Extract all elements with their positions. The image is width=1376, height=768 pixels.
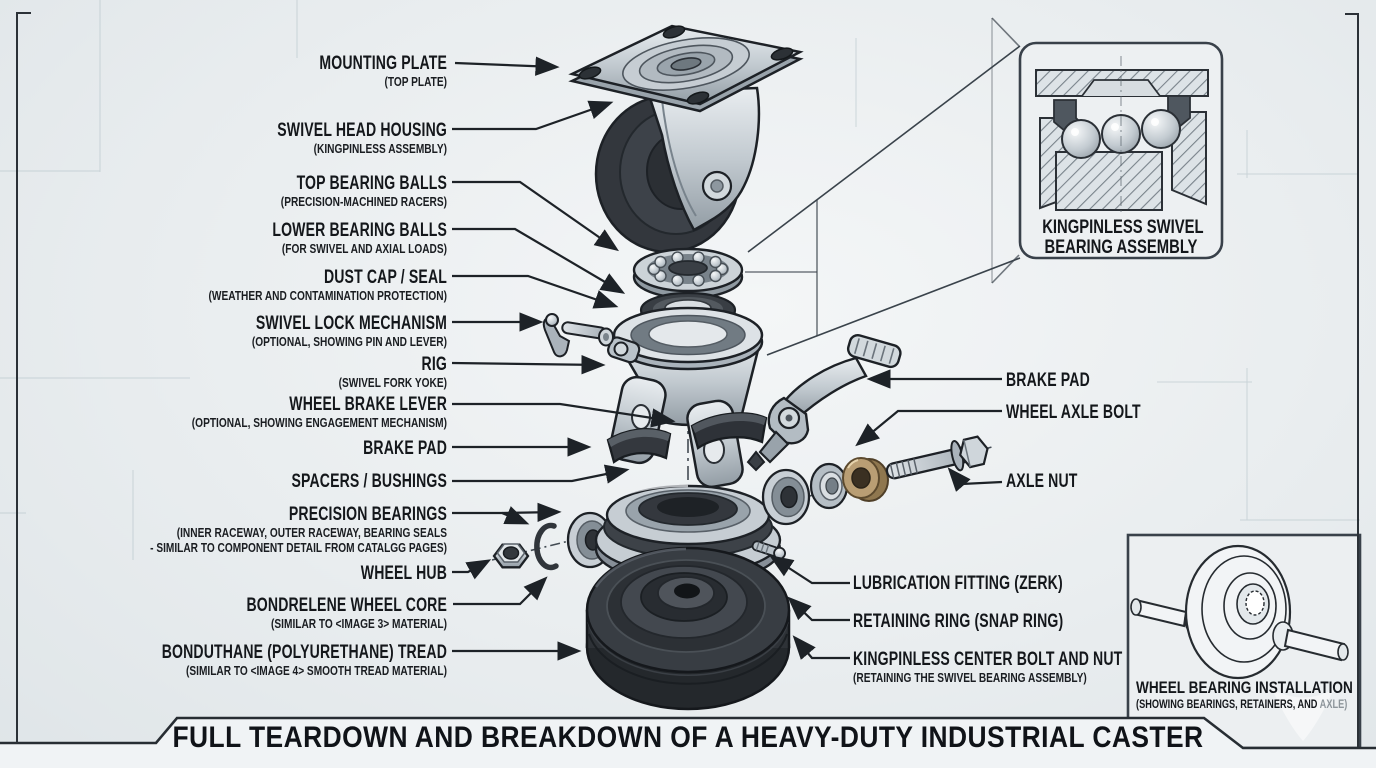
label-brake-pad-left: BRAKE PAD: [363, 438, 447, 459]
rig-swivel-fork-yoke: [607, 306, 764, 489]
precision-bearing-right: [761, 468, 811, 526]
assembled-caster-fork: [646, 86, 761, 232]
label-precision-bearings: PRECISION BEARINGS (INNER RACEWAY, OUTER…: [150, 504, 447, 555]
top-bearing-ring: [632, 247, 744, 300]
washer-spacer: [809, 462, 849, 510]
projection-lines: [745, 17, 1021, 356]
frame-corner-marks: [16, 12, 1359, 747]
label-rig: RIG (SWIVEL FORK YOKE): [338, 354, 447, 390]
label-axle-nut: AXLE NUT: [1006, 471, 1078, 492]
label-retaining-ring: RETAINING RING (SNAP RING): [853, 611, 1064, 632]
label-lower-bearing-balls: LOWER BEARING BALLS (FOR SWIVEL AND AXIA…: [272, 220, 447, 256]
label-top-bearing-balls: TOP BEARING BALLS (PRECISION-MACHINED RA…: [280, 173, 447, 209]
bronze-bushing: [842, 457, 889, 502]
label-wheel-axle-bolt: WHEEL AXLE BOLT: [1006, 402, 1141, 423]
label-bonduthane-tread: BONDUTHANE (POLYURETHANE) TREAD (SIMILAR…: [161, 642, 447, 678]
assembled-caster-mounting-plate: [568, 24, 804, 113]
inset-caption-wheel-bearing: WHEEL BEARING INSTALLATION (SHOWING BEAR…: [1136, 678, 1353, 711]
label-brake-pad-right: BRAKE PAD: [1006, 370, 1090, 391]
snap-ring: [534, 522, 559, 571]
label-wheel-hub: WHEEL HUB: [360, 563, 447, 584]
label-lubrication-fitting: LUBRICATION FITTING (ZERK): [853, 573, 1063, 594]
label-mounting-plate: MOUNTING PLATE (TOP PLATE): [319, 53, 447, 89]
inset-caption-swivel-bearing: KINGPINLESS SWIVEL BEARING ASSEMBLY: [1042, 217, 1204, 258]
main-wheel: [585, 546, 791, 711]
label-spacers-bushings: SPACERS / BUSHINGS: [291, 471, 447, 492]
inset-wheel-bearing-installation: [1126, 533, 1362, 750]
label-swivel-lock-mechanism: SWIVEL LOCK MECHANISM (OPTIONAL, SHOWING…: [251, 313, 447, 349]
label-wheel-brake-lever: WHEEL BRAKE LEVER (OPTIONAL, SHOWING ENG…: [191, 394, 447, 430]
brake-lever: [746, 333, 902, 472]
wheel-hub-nut: [492, 543, 530, 569]
title-banner-shape: [0, 716, 1376, 768]
leader-lines: [451, 56, 1003, 661]
axle-bolt: [885, 435, 989, 480]
inset-kingpinless-swivel-bearing: [1018, 41, 1224, 260]
label-kingpinless-center-bolt: KINGPINLESS CENTER BOLT AND NUT (RETAINI…: [853, 649, 1123, 685]
label-dust-cap-seal: DUST CAP / SEAL (WEATHER AND CONTAMINATI…: [208, 267, 447, 303]
label-swivel-head-housing: SWIVEL HEAD HOUSING (KINGPINLESS ASSEMBL…: [277, 120, 447, 156]
swivel-lock-pin: [542, 313, 614, 358]
brake-pads: [606, 412, 768, 464]
label-bondrelene-wheel-core: BONDRELENE WHEEL CORE (SIMILAR TO <IMAGE…: [246, 595, 447, 631]
page-title: FULL TEARDOWN AND BREAKDOWN OF A HEAVY-D…: [172, 721, 1204, 754]
